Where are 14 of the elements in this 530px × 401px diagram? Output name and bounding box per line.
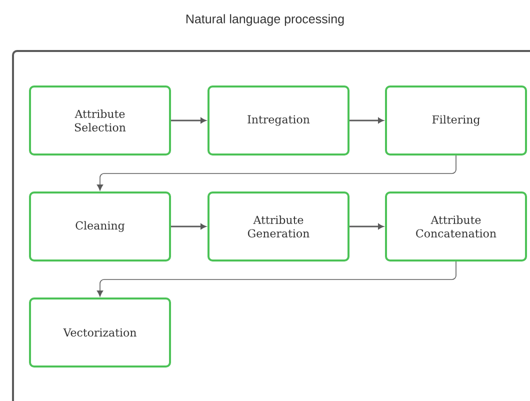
arrow (171, 224, 206, 230)
arrow (96, 261, 456, 297)
process-box: Filtering (385, 86, 527, 156)
node-label: Natural language processing (186, 14, 344, 26)
process-box: Attribute Selection (29, 86, 171, 156)
process-box: Cleaning (29, 192, 171, 262)
process-box: Intregation (208, 86, 350, 156)
process-box: Attribute Generation (208, 192, 350, 262)
arrow (350, 224, 384, 230)
process-box: Vectorization (29, 298, 171, 368)
arrow (350, 118, 384, 124)
arrow (171, 118, 206, 124)
process-box: Attribute Concatenation (385, 192, 527, 262)
arrow (96, 155, 456, 191)
